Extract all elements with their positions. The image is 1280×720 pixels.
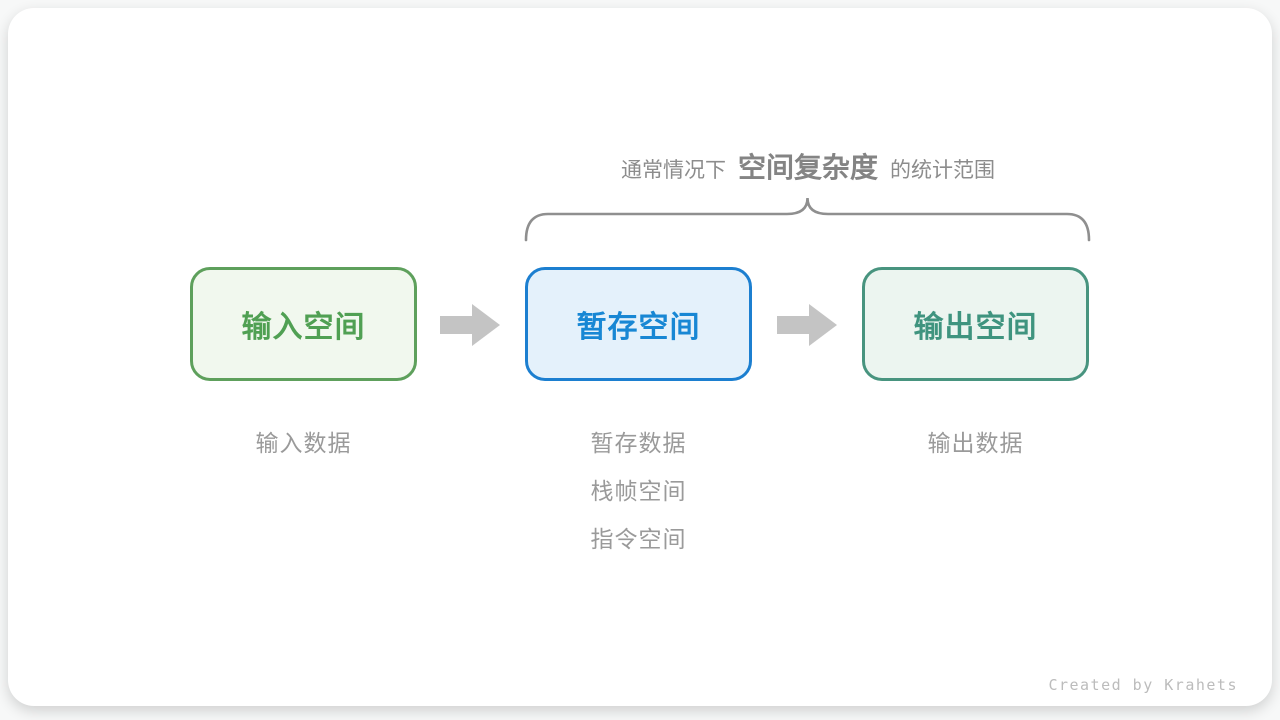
box-input-space-label: 输入空间: [241, 311, 366, 344]
caption-output-data: 输出数据: [927, 430, 1024, 456]
caption-stack-frame-space: 栈帧空间: [590, 478, 687, 504]
title-emphasis: 空间复杂度: [737, 152, 878, 183]
box-output-space-label: 输出空间: [913, 311, 1038, 344]
box-temp-space-label: 暂存空间: [576, 311, 701, 344]
title-prefix: 通常情况下: [620, 159, 726, 182]
scope-brace-icon: [524, 196, 1091, 242]
arrow-right-icon: [440, 303, 500, 347]
title-suffix: 的统计范围: [890, 159, 995, 182]
arrow-right-icon: [777, 303, 837, 347]
caption-instruction-space: 指令空间: [590, 526, 687, 552]
caption-temp-data: 暂存数据: [590, 430, 687, 456]
credit-text: Created by Krahets: [1048, 676, 1238, 694]
caption-input-data: 输入数据: [255, 430, 352, 456]
diagram-title: 通常情况下 空间复杂度 的统计范围: [525, 146, 1091, 186]
box-output-space: 输出空间: [862, 267, 1089, 381]
box-input-space: 输入空间: [190, 267, 417, 381]
box-temp-space: 暂存空间: [525, 267, 752, 381]
